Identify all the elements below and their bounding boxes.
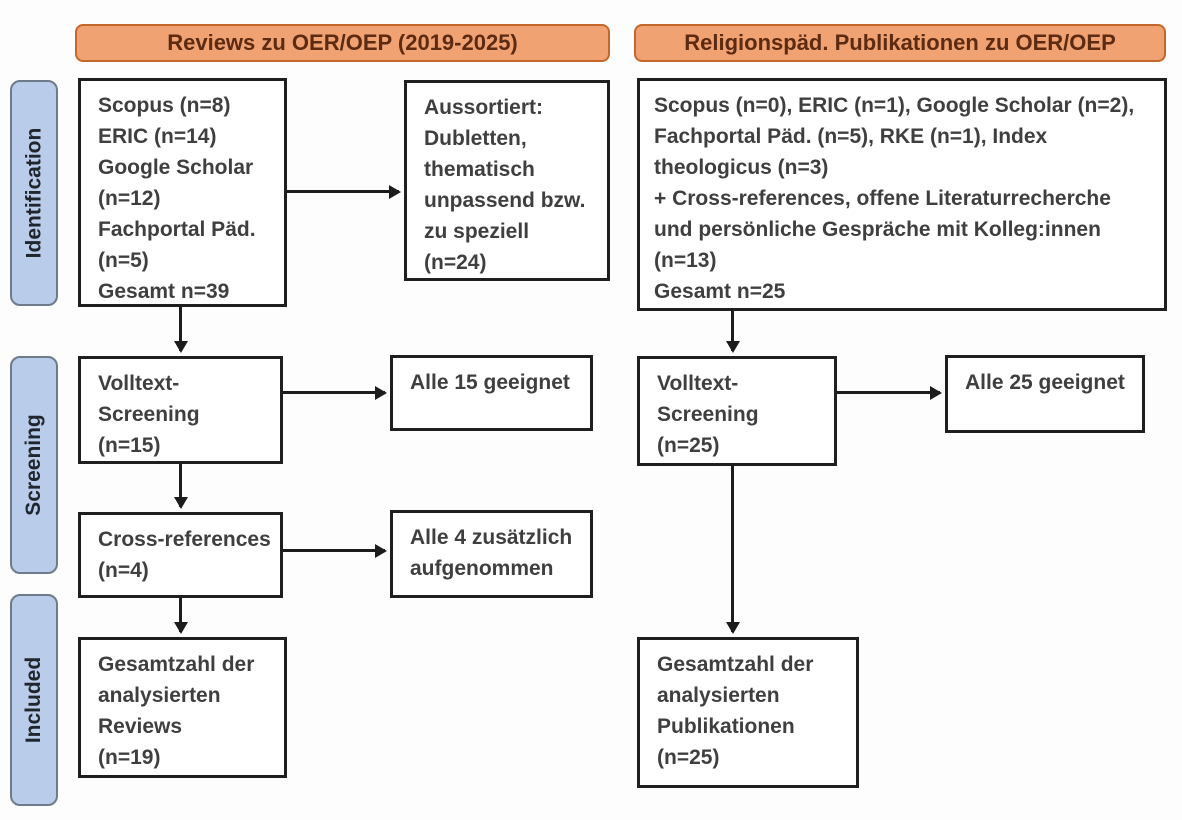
box-left-cross-references-result: Alle 4 zusätzlich aufgenommen [390, 510, 593, 598]
box-left-included-total-text: Gesamtzahl der analysierten Reviews (n=1… [98, 653, 255, 769]
box-right-fulltext-screening: Volltext- Screening (n=25) [637, 356, 837, 466]
box-left-fulltext-screening-text: Volltext- Screening (n=15) [98, 372, 200, 457]
box-left-excluded: Aussortiert: Dubletten, thematisch unpas… [404, 80, 610, 281]
stage-label-included: Included [10, 594, 58, 806]
box-right-sources: Scopus (n=0), ERIC (n=1), Google Scholar… [637, 78, 1167, 311]
arrow-left-fulltext-to-result [283, 391, 385, 394]
box-left-cross-references: Cross-references (n=4) [78, 512, 283, 598]
arrow-right-fulltext-to-result [837, 391, 940, 394]
box-left-fulltext-result-text: Alle 15 geeignet [410, 371, 570, 394]
box-left-excluded-text: Aussortiert: Dubletten, thematisch unpas… [424, 96, 586, 274]
box-right-included-total: Gesamtzahl der analysierten Publikatione… [637, 637, 859, 788]
arrow-right-fulltext-to-total [731, 466, 734, 632]
box-left-included-total: Gesamtzahl der analysierten Reviews (n=1… [78, 637, 287, 778]
box-left-sources-text: Scopus (n=8) ERIC (n=14) Google Scholar … [98, 94, 256, 303]
column-header-reviews: Reviews zu OER/OEP (2019-2025) [75, 24, 610, 62]
stage-label-screening: Screening [10, 356, 58, 574]
arrow-left-sources-to-fulltext [179, 307, 182, 351]
box-right-fulltext-result: Alle 25 geeignet [945, 355, 1145, 433]
box-left-fulltext-result: Alle 15 geeignet [390, 355, 593, 431]
box-left-fulltext-screening: Volltext- Screening (n=15) [78, 356, 283, 464]
stage-label-identification: Identification [10, 80, 58, 306]
box-left-sources: Scopus (n=8) ERIC (n=14) Google Scholar … [78, 78, 287, 307]
box-left-cross-references-text: Cross-references (n=4) [98, 528, 271, 582]
box-right-included-total-text: Gesamtzahl der analysierten Publikatione… [657, 653, 814, 769]
arrow-left-sources-to-excluded [287, 190, 399, 193]
stage-identification-text: Identification [22, 127, 46, 259]
column-header-religionspaed: Religionspäd. Publikationen zu OER/OEP [634, 24, 1166, 62]
stage-included-text: Included [22, 656, 45, 744]
arrow-left-crossref-to-result [283, 549, 385, 552]
box-right-fulltext-result-text: Alle 25 geeignet [965, 371, 1125, 394]
column-header-reviews-label: Reviews zu OER/OEP (2019-2025) [167, 30, 518, 55]
box-left-cross-references-result-text: Alle 4 zusätzlich aufgenommen [410, 526, 573, 580]
arrow-left-crossref-to-total [179, 598, 182, 632]
box-right-fulltext-screening-text: Volltext- Screening (n=25) [657, 372, 759, 457]
column-header-religionspaed-label: Religionspäd. Publikationen zu OER/OEP [684, 30, 1116, 55]
arrow-right-sources-to-fulltext [731, 311, 734, 351]
arrow-left-fulltext-to-crossref [179, 464, 182, 507]
stage-screening-text: Screening [22, 414, 46, 516]
box-right-sources-text: Scopus (n=0), ERIC (n=1), Google Scholar… [654, 94, 1135, 303]
